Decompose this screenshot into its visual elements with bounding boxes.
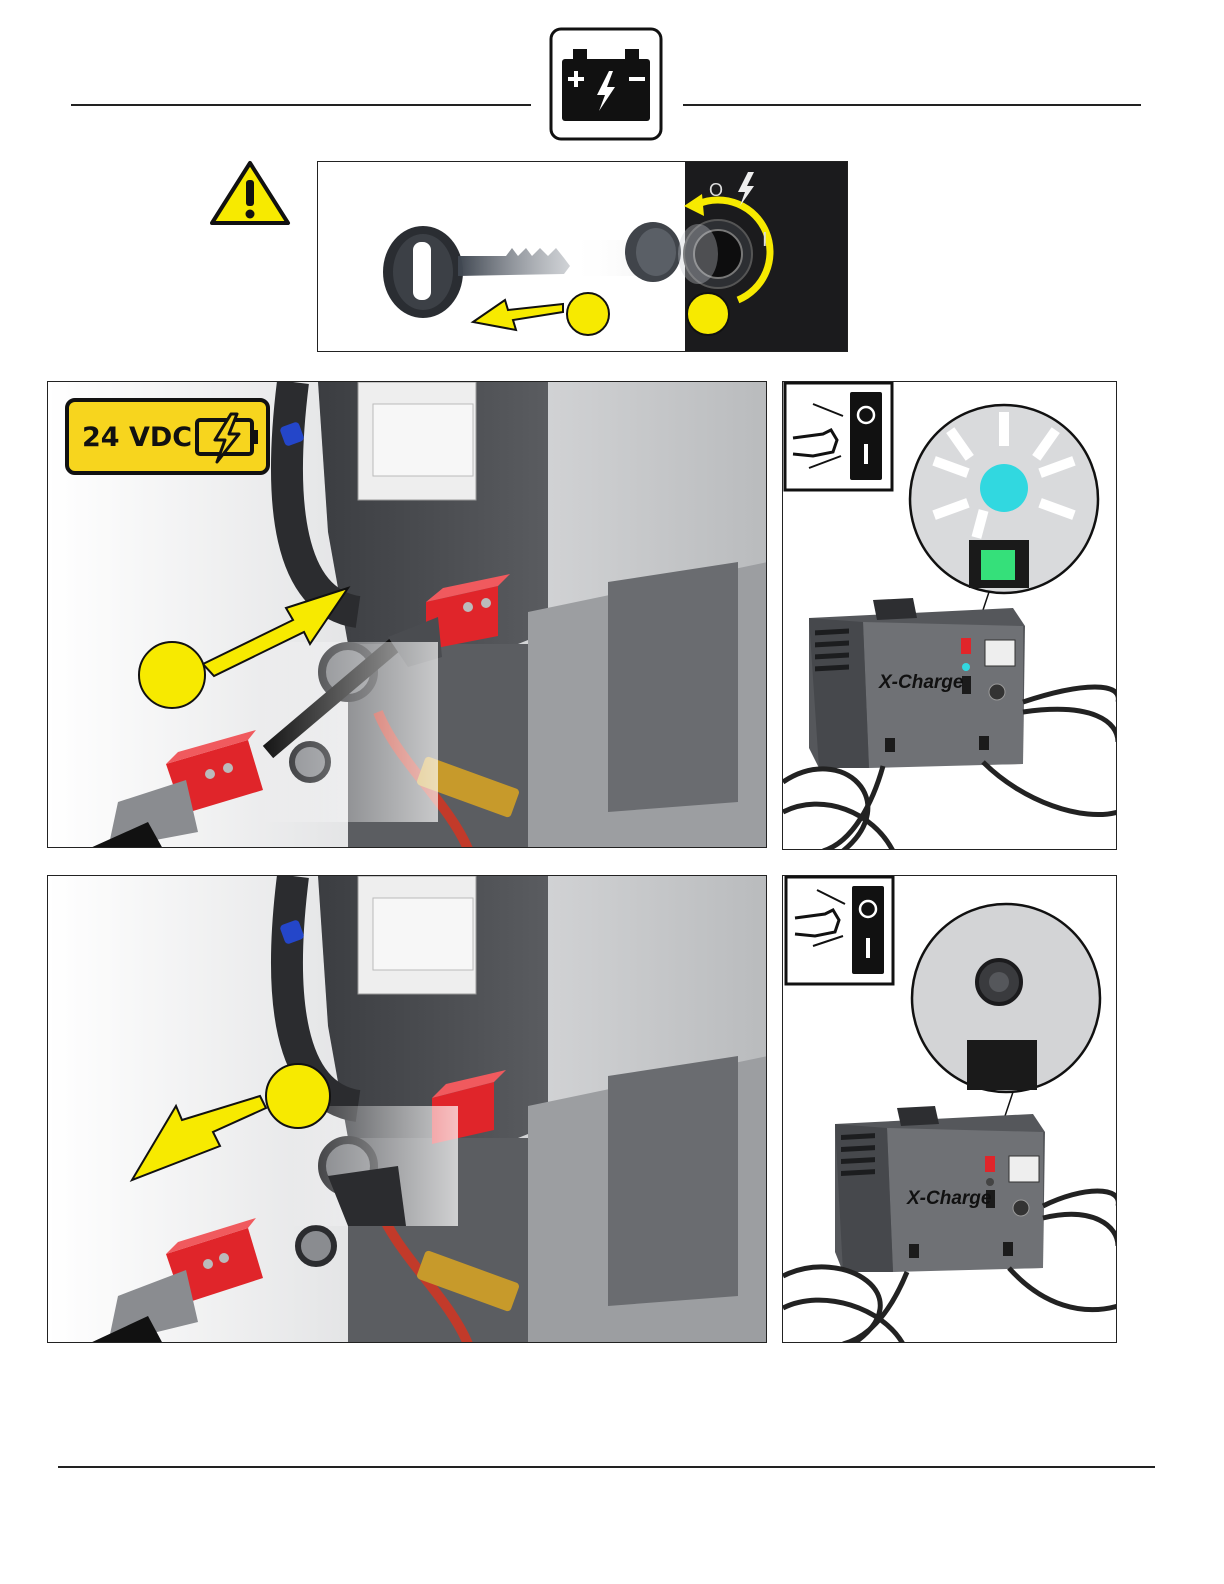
battery-charge-icon bbox=[549, 27, 663, 141]
header-rule-left bbox=[71, 104, 531, 106]
disconnect-battery-panel bbox=[47, 875, 767, 1343]
rocker-switch-icon bbox=[785, 383, 892, 490]
switch-off-label: O bbox=[709, 180, 723, 200]
voltage-badge: 24 VDC bbox=[65, 398, 270, 475]
charger-on-panel: X-Charge bbox=[782, 381, 1117, 850]
header-rule-right bbox=[683, 104, 1141, 106]
key-switch-icon bbox=[678, 220, 752, 288]
connect-battery-panel: 24 VDC bbox=[47, 381, 767, 848]
footer-rule bbox=[58, 1466, 1155, 1468]
charger-brand: X-Charge bbox=[878, 672, 964, 693]
rocker-switch-icon bbox=[786, 877, 893, 984]
charger-off-panel: X-Charge bbox=[782, 875, 1117, 1343]
warning-triangle-icon bbox=[209, 160, 291, 226]
voltage-badge-text: 24 VDC bbox=[82, 422, 192, 453]
remove-arrow bbox=[473, 300, 563, 330]
charger-brand: X-Charge bbox=[906, 1188, 992, 1209]
switch-on-label: I bbox=[762, 229, 768, 251]
key-icon bbox=[383, 226, 570, 318]
key-removal-panel: O I bbox=[317, 161, 848, 352]
